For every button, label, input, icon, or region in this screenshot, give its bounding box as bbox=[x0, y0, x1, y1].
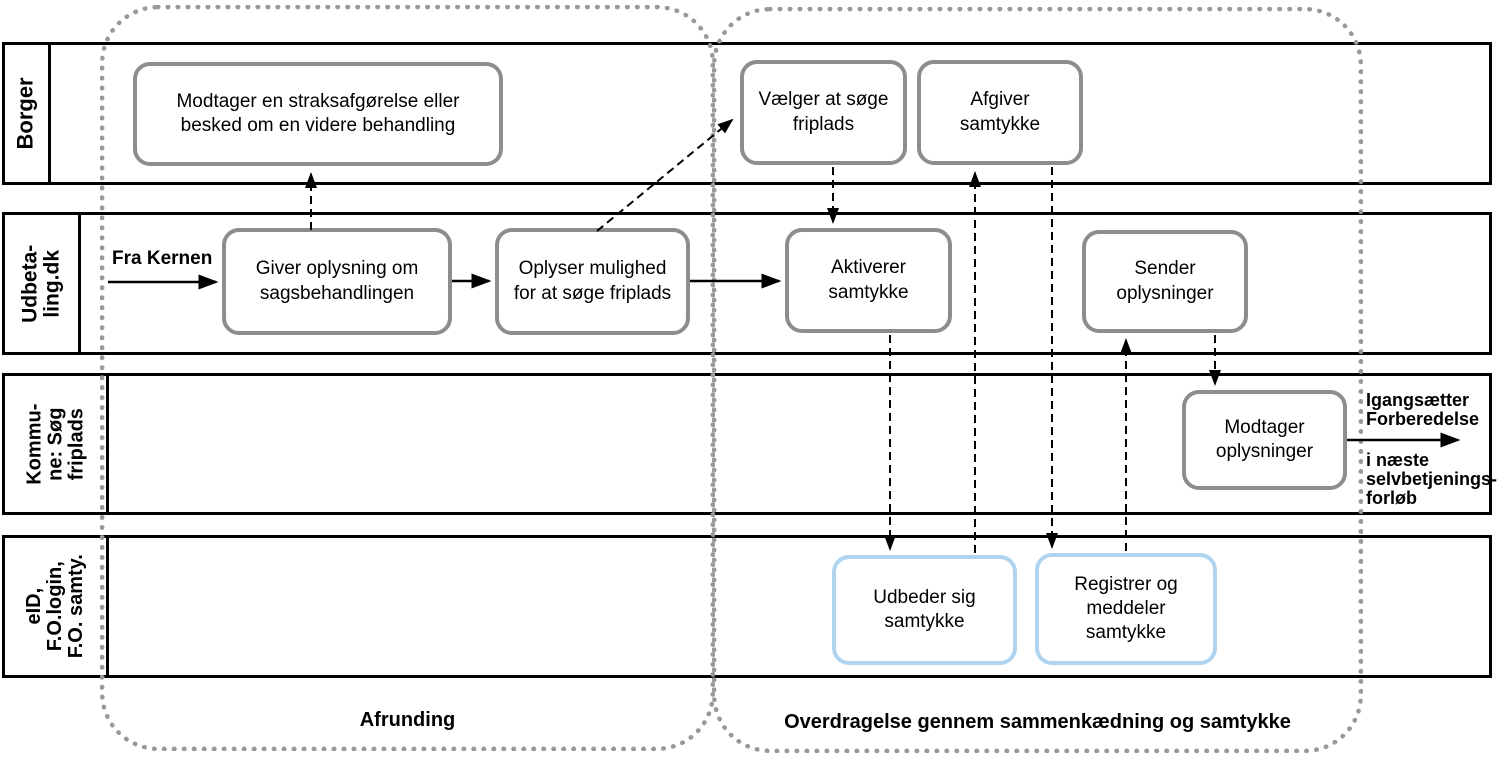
lane-eid-header: eID, F.O.login, F.O. samty. bbox=[5, 538, 109, 675]
phase-afrunding-label: Afrunding bbox=[359, 709, 456, 731]
lane-eid: eID, F.O.login, F.O. samty. bbox=[2, 535, 1492, 678]
annotation-fra-kernen: Fra Kernen bbox=[112, 248, 213, 269]
lane-eid-label: eID, F.O.login, F.O. samty. bbox=[23, 554, 87, 659]
node-sender-oplysninger: Sender oplysninger bbox=[1082, 230, 1248, 333]
lane-kommune-label: Kommu- ne: Søg friplads bbox=[23, 403, 87, 485]
annotation-naeste-forloeb: i næste selvbetjenings- forløb bbox=[1366, 450, 1498, 509]
node-oplyser-mulighed: Oplyser mulighed for at søge friplads bbox=[495, 228, 690, 335]
node-aktiverer-samtykke: Aktiverer samtykke bbox=[785, 228, 952, 333]
node-vaelger-friplads: Vælger at søge friplads bbox=[740, 60, 907, 165]
annotation-igangsaetter: Igangsætter Forberedelse bbox=[1366, 390, 1480, 430]
lane-borger-header: Borger bbox=[5, 45, 51, 182]
node-giver-oplysning: Giver oplysning om sagsbehandlingen bbox=[222, 228, 452, 335]
lane-udbetaling-header: Udbeta- ling.dk bbox=[5, 215, 81, 352]
node-udbeder-samtykke: Udbeder sig samtykke bbox=[832, 555, 1017, 665]
lane-udbetaling-label: Udbeta- ling.dk bbox=[18, 244, 64, 323]
node-modtager-oplysninger: Modtager oplysninger bbox=[1182, 390, 1347, 490]
lane-kommune-header: Kommu- ne: Søg friplads bbox=[5, 376, 109, 512]
lane-borger-label: Borger bbox=[13, 77, 39, 150]
node-modtager-straksafgoerelse: Modtager en straksafgørelse eller besked… bbox=[133, 62, 503, 166]
node-afgiver-samtykke: Afgiver samtykke bbox=[917, 60, 1083, 165]
phase-overdragelse-label: Overdragelse gennem sammenkædning og sam… bbox=[784, 711, 1291, 733]
node-registrer-samtykke: Registrer og meddeler samtykke bbox=[1035, 553, 1217, 665]
